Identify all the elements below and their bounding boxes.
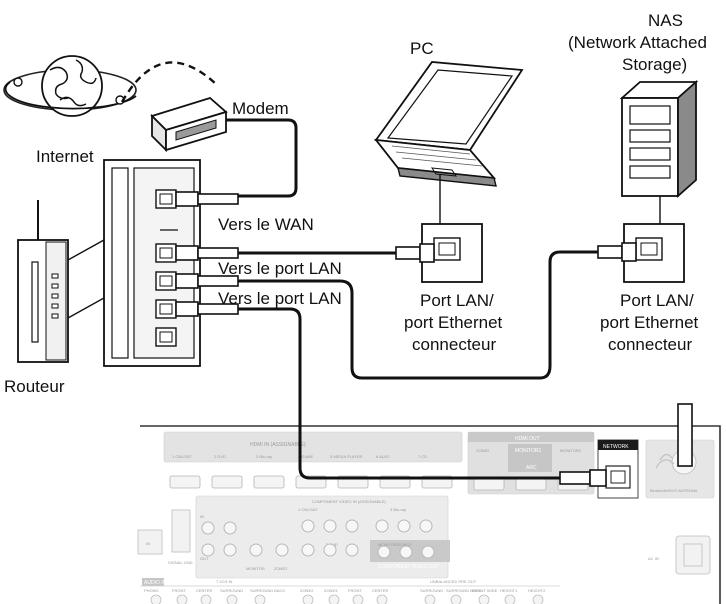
hdmi-out-zone2: ZONE2 — [476, 448, 490, 453]
nas-label-1: NAS — [648, 11, 683, 30]
router-plugs — [175, 191, 239, 317]
bottom-label-6: FRONT — [348, 588, 362, 593]
bottom-label-0: FRONT — [172, 588, 186, 593]
antenna-icon — [677, 403, 693, 467]
hdmi-in-3: 3 Blu-ray — [256, 454, 272, 459]
zone2-label: ZONE2 — [274, 566, 288, 571]
hdmi-out-monitor2: MONITOR2 — [560, 448, 582, 453]
hdmi-in-6: 6 AUX2 — [376, 454, 390, 459]
pc-port-label-2: port Ethernet — [404, 313, 503, 332]
phono-label: PHONO — [144, 588, 159, 593]
ac-in-label: AC IN — [648, 556, 659, 561]
unbalanced-pre-out-title: UNBALANCED PRE OUT — [430, 579, 477, 584]
bottom-label-1: CENTER — [196, 588, 213, 593]
routeur-label: Routeur — [4, 377, 65, 396]
nas-port-label-1: Port LAN/ — [620, 291, 694, 310]
bottom-label-9: SURROUND BACK — [446, 588, 481, 593]
bottom-label-3: SURROUND BACK — [250, 588, 285, 593]
cable-router-to-nas — [238, 250, 598, 380]
component-cbl: 1 CBL/SAT — [298, 507, 318, 512]
hdmi-in-title: HDMI IN (ASSIGNABLE) — [250, 442, 306, 448]
component-bluray: 3 Blu-ray — [390, 507, 406, 512]
bottom-label-2: SURROUND — [220, 588, 243, 593]
component-out-title: COMPONENT VIDEO OUT — [378, 564, 439, 570]
bottom-label-8: SURROUND — [420, 588, 443, 593]
bottom-label-12: HEIGHT2 — [528, 588, 546, 593]
modem-cable — [226, 118, 298, 198]
vers-wan-label: Vers le WAN — [218, 215, 314, 234]
ch71-in-title: 7.1CH IN — [216, 579, 233, 584]
network-port — [605, 465, 631, 489]
in-label: IN — [200, 514, 204, 519]
component-in-title: COMPONENT VIDEO IN (ASSIGNABLE) — [312, 499, 386, 504]
nas-port-label-3: connecteur — [608, 335, 692, 354]
bottom-label-5: ZONE3 — [324, 588, 338, 593]
hdmi-in-7: 7 CD — [418, 454, 427, 459]
hdmi-in-4: 4 GAME — [298, 454, 313, 459]
nas-port-label-2: port Ethernet — [600, 313, 699, 332]
hdmi-in-2: 2 DVD — [214, 454, 226, 459]
pc-label: PC — [410, 39, 434, 58]
bottom-label-4: ZONE2 — [300, 588, 314, 593]
vers-lan-label-1: Vers le port LAN — [218, 259, 342, 278]
cable-router-to-receiver — [238, 307, 568, 480]
audio-in-title: AUDIO IN — [144, 580, 167, 586]
laptop-pc-icon — [373, 61, 524, 187]
hdmi-out-title: HDMI OUT — [515, 436, 540, 442]
nas-label-2: (Network Attached — [568, 33, 707, 52]
nas-device-icon — [619, 79, 699, 199]
hdmi-in-1: 1 CBL/SAT — [172, 454, 192, 459]
bottom-label-7: CENTER — [372, 588, 389, 593]
monitor-zone2-title: MONITOR/ZONE2 — [378, 542, 412, 547]
signal-gnd-label: SIGNAL GND — [168, 560, 193, 565]
hdmi-out-monitor1: MONITOR1 — [515, 448, 542, 454]
pc-port-label-1: Port LAN/ — [420, 291, 494, 310]
internet-globe-icon — [3, 55, 137, 117]
bottom-label-11: HEIGHT1 — [500, 588, 518, 593]
dashed-link — [120, 61, 219, 103]
left-in-label: IN — [146, 541, 150, 546]
internet-label: Internet — [36, 147, 94, 166]
nas-label-3: Storage) — [622, 55, 687, 74]
hdmi-out-arc: ARC — [526, 465, 537, 471]
modem-icon — [150, 96, 228, 153]
out-label: OUT — [200, 556, 209, 561]
modem-label: Modem — [232, 99, 289, 118]
vers-lan-label-2: Vers le port LAN — [218, 289, 342, 308]
router-icon — [17, 200, 69, 363]
monitor-label: MONITOR — [246, 566, 265, 571]
router-back-panel — [103, 159, 201, 367]
pc-port-label-3: connecteur — [412, 335, 496, 354]
bt-antenna-label: Bluetooth/Wi-Fi ANTENNA — [650, 488, 698, 493]
bottom-label-10: FRONT WIDE — [472, 588, 498, 593]
hdmi-in-5: 5 MEDIA PLAYER — [330, 454, 362, 459]
network-title: NETWORK — [603, 444, 629, 450]
receiver-rear-panel: HDMI IN (ASSIGNABLE) 1 CBL/SAT 2 DVD 3 B… — [137, 403, 721, 604]
